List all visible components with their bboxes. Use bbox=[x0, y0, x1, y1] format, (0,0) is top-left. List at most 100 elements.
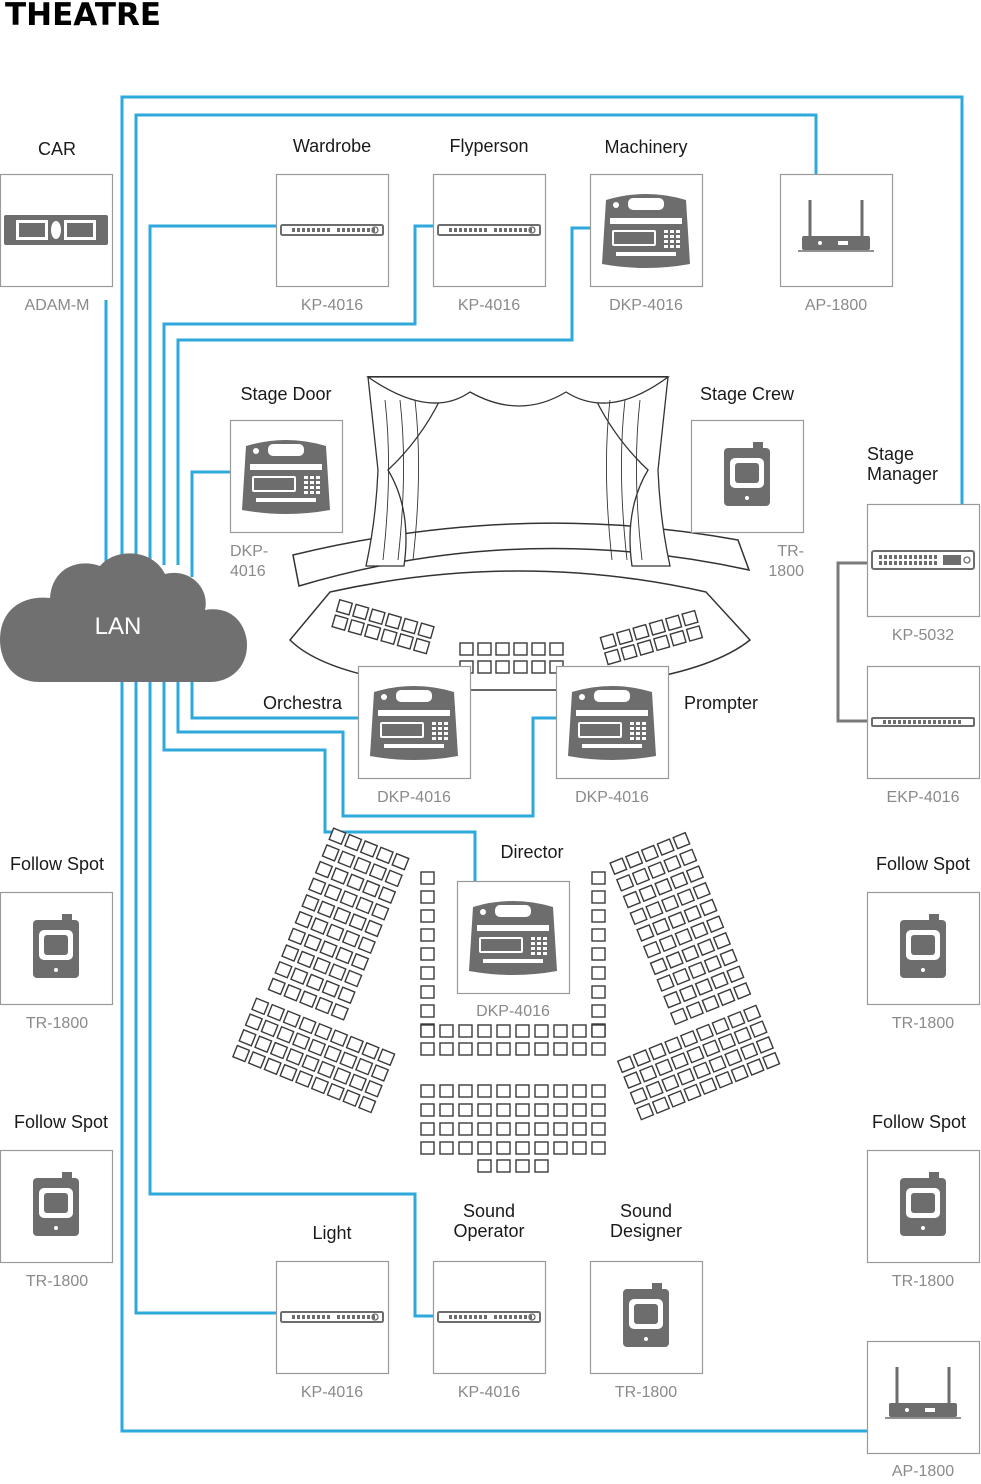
device-frame bbox=[866, 1340, 981, 1455]
seat bbox=[364, 1079, 383, 1098]
seat bbox=[724, 1048, 743, 1067]
device-label: Follow Spot bbox=[872, 1112, 966, 1132]
seat bbox=[341, 929, 361, 948]
seat bbox=[515, 1084, 530, 1098]
device-model: KP-4016 bbox=[301, 297, 363, 314]
device-model: AP-1800 bbox=[805, 297, 867, 314]
curtain-fold bbox=[635, 399, 643, 561]
seat bbox=[312, 956, 331, 975]
dkp-4016-desk-icon bbox=[469, 901, 557, 975]
device-model: DKP-4016 bbox=[609, 297, 683, 314]
seat bbox=[458, 1103, 473, 1117]
seat bbox=[712, 931, 732, 950]
device-frame bbox=[779, 173, 894, 288]
seat bbox=[624, 850, 644, 869]
curtain-fold bbox=[605, 399, 613, 561]
seat bbox=[678, 984, 698, 1003]
seat bbox=[301, 1054, 320, 1073]
device-9[interactable]: EKP-4016 bbox=[866, 665, 981, 807]
device-20[interactable]: AP-1800 bbox=[866, 1340, 981, 1480]
seat bbox=[417, 622, 435, 640]
seat bbox=[683, 904, 702, 923]
seat bbox=[702, 1039, 721, 1058]
curtain-fold bbox=[382, 399, 390, 561]
seat bbox=[695, 1023, 715, 1042]
seat bbox=[638, 884, 657, 903]
seat bbox=[553, 1122, 568, 1136]
seat bbox=[732, 982, 752, 1000]
seat bbox=[685, 625, 704, 642]
seat bbox=[269, 1041, 289, 1060]
seat bbox=[515, 1042, 530, 1056]
seat bbox=[328, 827, 347, 846]
seat bbox=[690, 921, 709, 940]
seat bbox=[636, 924, 655, 942]
seat bbox=[663, 854, 682, 873]
seat bbox=[496, 1024, 511, 1038]
seat bbox=[591, 1122, 606, 1136]
lan-link-5 bbox=[176, 226, 590, 565]
seat bbox=[681, 609, 699, 627]
seat bbox=[515, 1024, 530, 1038]
device-model: KP-4016 bbox=[301, 1384, 363, 1401]
seat bbox=[377, 1048, 396, 1067]
seat bbox=[622, 890, 642, 909]
seat bbox=[321, 843, 340, 862]
tr-1800-beltpack-icon bbox=[900, 1172, 946, 1236]
seat bbox=[477, 642, 492, 656]
seat bbox=[380, 628, 398, 646]
seat bbox=[683, 1083, 702, 1102]
seat bbox=[254, 1035, 273, 1054]
kp-4016-panel-icon bbox=[437, 224, 541, 236]
seat bbox=[420, 1042, 435, 1056]
device-label: Wardrobe bbox=[293, 136, 371, 156]
device-label: Orchestra bbox=[263, 693, 343, 713]
seat bbox=[477, 1103, 492, 1117]
seat bbox=[348, 1073, 368, 1092]
seat bbox=[294, 910, 313, 929]
dkp-4016-desk-icon bbox=[568, 686, 656, 760]
seat bbox=[534, 1159, 549, 1173]
seat bbox=[534, 1122, 549, 1136]
seat bbox=[332, 1067, 352, 1085]
device-model: EKP-4016 bbox=[887, 789, 960, 806]
seat bbox=[412, 637, 431, 655]
device-model: TR-1800 bbox=[768, 543, 804, 580]
device-5[interactable]: AP-1800 bbox=[779, 173, 894, 315]
seat bbox=[638, 1064, 658, 1083]
seat bbox=[692, 881, 711, 900]
seat bbox=[477, 1159, 492, 1173]
wiring bbox=[104, 95, 964, 1433]
seat bbox=[640, 844, 660, 863]
seat bbox=[591, 1141, 606, 1155]
seat bbox=[591, 1103, 606, 1117]
seat bbox=[335, 946, 354, 965]
seat bbox=[308, 877, 327, 896]
seat bbox=[368, 608, 386, 626]
seat bbox=[496, 1103, 511, 1117]
seat bbox=[345, 1035, 365, 1054]
seat bbox=[632, 1049, 651, 1067]
seat bbox=[231, 1044, 251, 1063]
seat bbox=[332, 906, 352, 925]
